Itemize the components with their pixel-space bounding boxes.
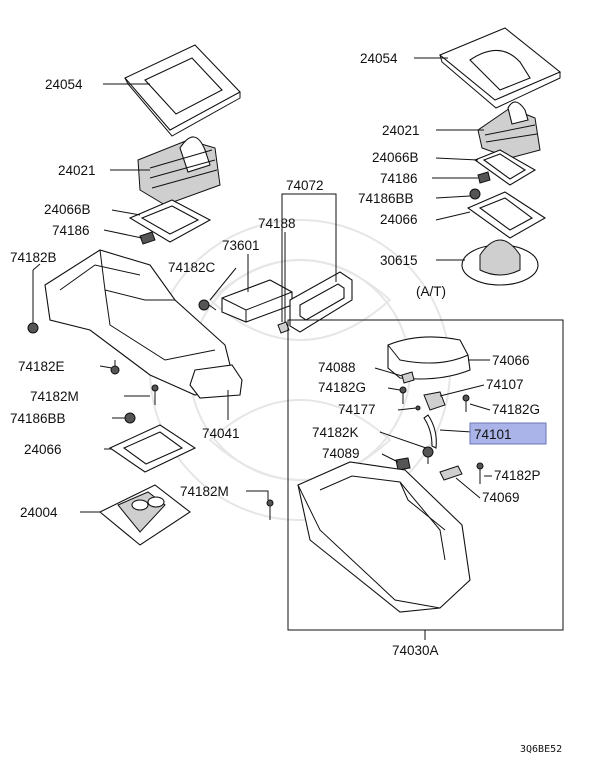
part-24066b-right-plate	[473, 149, 537, 186]
label-74182m-upper: 74182M	[30, 389, 79, 404]
part-74101-latch	[423, 414, 437, 449]
part-74182b-screw	[27, 270, 39, 334]
label-74177: 74177	[338, 402, 376, 417]
leader-lines	[32, 57, 492, 640]
part-74066-lid	[387, 336, 471, 380]
part-74186bb-right-nut	[469, 188, 481, 200]
label-74188: 74188	[258, 216, 296, 231]
label-73601: 73601	[222, 238, 260, 253]
part-24021-left-boot	[137, 136, 221, 206]
label-74182k: 74182K	[312, 425, 359, 440]
label-24054-left: 24054	[45, 77, 83, 92]
part-74186bb-nut	[124, 412, 136, 424]
label-74186bb-left: 74186BB	[10, 411, 66, 426]
highlight-box-74101	[469, 422, 547, 445]
part-74177-pin	[415, 405, 421, 411]
label-74069: 74069	[482, 490, 520, 505]
label-74089: 74089	[322, 446, 360, 461]
part-74188-clip	[277, 321, 290, 334]
part-30615-at-boot	[461, 239, 539, 286]
label-74186-right: 74186	[380, 171, 418, 186]
label-74182m-lower: 74182M	[180, 484, 229, 499]
part-74089-clip	[395, 457, 411, 471]
part-74182m-screw	[151, 384, 159, 405]
part-24054-right-bezel	[438, 27, 562, 109]
part-labels: 24054 24021 24066B 74186 74182B 74182C 7…	[10, 51, 562, 755]
label-24066b-left: 24066B	[44, 202, 91, 217]
label-74182p: 74182P	[494, 468, 541, 483]
label-74107: 74107	[486, 377, 524, 392]
part-74182e-screw	[110, 360, 120, 375]
diagram-code: 3Q6BE52	[520, 744, 562, 755]
label-74182e: 74182E	[18, 359, 65, 374]
label-74182g-right: 74182G	[492, 402, 540, 417]
part-74186-right-clip	[477, 171, 491, 184]
label-74066: 74066	[492, 353, 530, 368]
part-74182c-screw	[198, 299, 217, 311]
label-30615: 30615	[380, 253, 418, 268]
label-24066-right: 24066	[380, 212, 418, 227]
label-74182g-left: 74182G	[318, 380, 366, 395]
label-74030a: 74030A	[392, 643, 439, 658]
part-74182g-right-screw	[462, 394, 470, 412]
part-73601-pocket	[221, 279, 293, 323]
part-74186-left-clip	[139, 231, 156, 245]
label-74182c: 74182C	[168, 260, 216, 275]
part-24021-right-boot	[477, 101, 541, 159]
part-74072-panel	[289, 271, 353, 333]
label-74088: 74088	[318, 360, 356, 375]
label-24066b-right: 24066B	[372, 150, 419, 165]
part-74182p-screw	[476, 462, 484, 484]
part-24054-left-bezel	[124, 44, 241, 137]
label-24004: 24004	[20, 505, 58, 520]
part-24066-right-ring	[466, 191, 547, 239]
part-74030a-rear-console	[297, 461, 471, 613]
part-24066b-left-plate	[128, 199, 212, 243]
part-74182k-screw	[422, 446, 434, 464]
part-74088-clip	[401, 371, 415, 384]
part-74069-bracket	[439, 465, 463, 481]
label-74186-left: 74186	[52, 223, 90, 238]
label-74041: 74041	[202, 426, 240, 441]
label-24066-left: 24066	[24, 442, 62, 457]
label-24021-left: 24021	[58, 163, 96, 178]
label-24021-right: 24021	[382, 123, 420, 138]
part-24066-left-ring	[108, 424, 197, 473]
label-74182b: 74182B	[10, 250, 57, 265]
label-74101: 74101	[474, 427, 512, 442]
label-at: (A/T)	[416, 284, 446, 299]
label-74072: 74072	[286, 178, 324, 193]
part-24004-boot-base	[98, 484, 191, 546]
label-24054-right: 24054	[360, 51, 398, 66]
part-74041-front-console	[44, 249, 243, 399]
label-74186bb-right: 74186BB	[358, 191, 414, 206]
part-74182m-lower-screw	[266, 499, 274, 520]
part-74107-hinge	[423, 391, 446, 411]
